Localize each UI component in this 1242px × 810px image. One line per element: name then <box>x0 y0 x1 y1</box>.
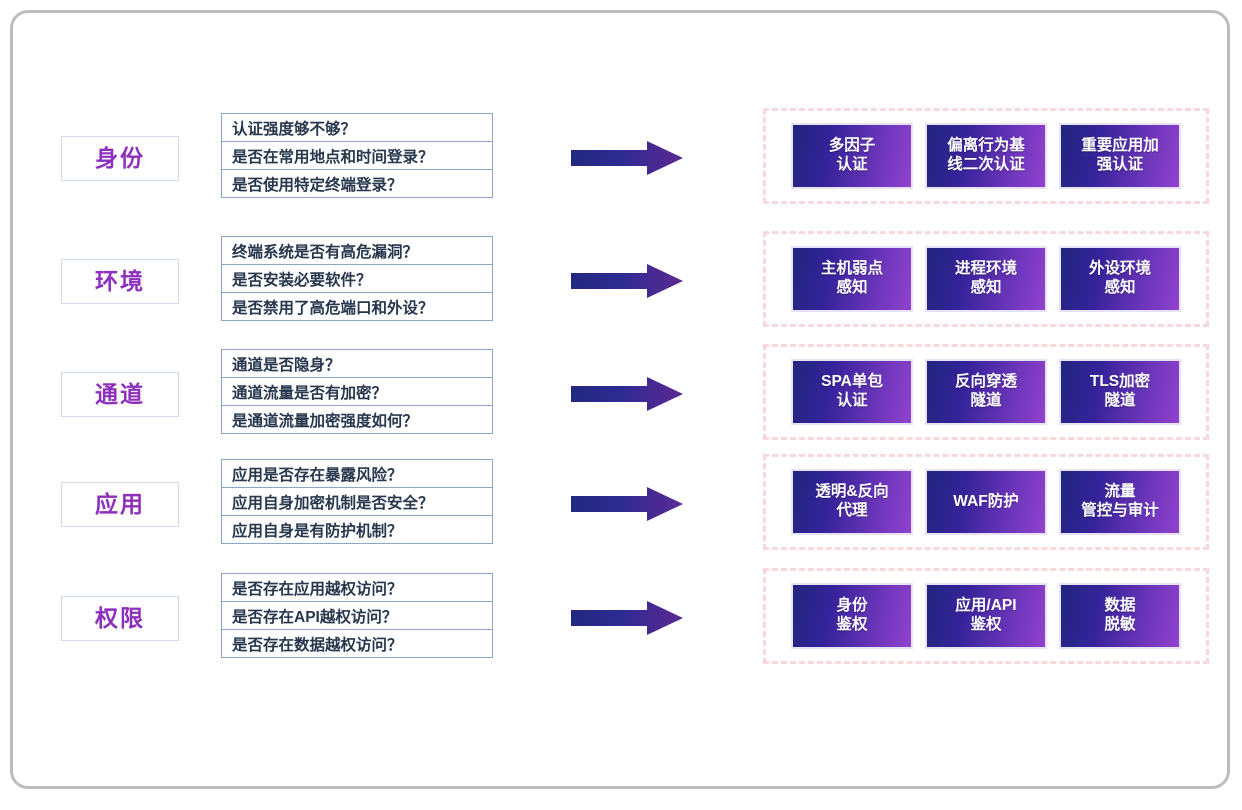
capability-label: 重要应用加 强认证 <box>1081 137 1159 173</box>
capability-box[interactable]: 多因子 认证 <box>793 125 911 187</box>
capability-label: 数据 脱敏 <box>1104 597 1136 633</box>
capability-label: 身份 鉴权 <box>836 597 868 633</box>
capability-label: WAF防护 <box>953 492 1019 510</box>
category-label: 环境 <box>95 268 145 294</box>
right-block-arrow-icon <box>571 601 683 635</box>
capability-box[interactable]: SPA单包 认证 <box>793 361 911 423</box>
question-item[interactable]: 是否存在API越权访问？ <box>221 601 493 630</box>
category-box[interactable]: 身份 <box>61 136 179 181</box>
diagram-frame: 身份 认证强度够不够？是否在常用地点和时间登录？是否使用特定终端登录？ 多因子 认证… <box>10 10 1230 789</box>
capability-box[interactable]: 反向穿透 隧道 <box>927 361 1045 423</box>
capability-group: 主机弱点 感知 进程环境 感知 外设环境 感知 <box>763 231 1209 327</box>
right-block-arrow-icon <box>571 377 683 411</box>
capability-box[interactable]: 透明&反向 代理 <box>793 471 911 533</box>
capability-label: 反向穿透 隧道 <box>954 373 1017 409</box>
capability-label: 透明&反向 代理 <box>815 483 889 519</box>
capability-group: 透明&反向 代理 WAF防护 流量 管控与审计 <box>763 454 1209 550</box>
question-item[interactable]: 是通道流量加密强度如何？ <box>221 405 493 434</box>
question-stack: 认证强度够不够？是否在常用地点和时间登录？是否使用特定终端登录？ <box>221 113 493 198</box>
capability-box[interactable]: 主机弱点 感知 <box>793 248 911 310</box>
capability-box[interactable]: 身份 鉴权 <box>793 585 911 647</box>
capability-box[interactable]: WAF防护 <box>927 471 1045 533</box>
capability-group: 身份 鉴权 应用/API 鉴权 数据 脱敏 <box>763 568 1209 664</box>
right-block-arrow-icon <box>571 141 683 175</box>
category-label: 身份 <box>95 145 145 171</box>
question-stack: 是否存在应用越权访问？是否存在API越权访问？是否存在数据越权访问？ <box>221 573 493 658</box>
capability-label: 多因子 认证 <box>828 137 876 173</box>
capability-box[interactable]: 外设环境 感知 <box>1061 248 1179 310</box>
question-item[interactable]: 通道是否隐身？ <box>221 349 493 378</box>
question-item[interactable]: 是否禁用了高危端口和外设？ <box>221 292 493 321</box>
question-item[interactable]: 认证强度够不够？ <box>221 113 493 142</box>
question-item[interactable]: 终端系统是否有高危漏洞？ <box>221 236 493 265</box>
question-item[interactable]: 是否使用特定终端登录？ <box>221 169 493 198</box>
capability-box[interactable]: 流量 管控与审计 <box>1061 471 1179 533</box>
question-item[interactable]: 应用自身是有防护机制？ <box>221 515 493 544</box>
right-block-arrow-icon <box>571 487 683 521</box>
capability-label: 主机弱点 感知 <box>820 260 883 296</box>
capability-label: 应用/API 鉴权 <box>955 597 1017 633</box>
capability-group: SPA单包 认证 反向穿透 隧道 TLS加密 隧道 <box>763 344 1209 440</box>
capability-group: 多因子 认证 偏离行为基 线二次认证 重要应用加 强认证 <box>763 108 1209 204</box>
question-item[interactable]: 是否在常用地点和时间登录？ <box>221 141 493 170</box>
category-box[interactable]: 环境 <box>61 259 179 304</box>
category-label: 权限 <box>95 605 145 631</box>
question-stack: 终端系统是否有高危漏洞？是否安装必要软件？是否禁用了高危端口和外设？ <box>221 236 493 321</box>
right-block-arrow-icon <box>571 264 683 298</box>
question-stack: 通道是否隐身？通道流量是否有加密？是通道流量加密强度如何？ <box>221 349 493 434</box>
capability-label: 外设环境 感知 <box>1088 260 1151 296</box>
capability-box[interactable]: 进程环境 感知 <box>927 248 1045 310</box>
capability-box[interactable]: TLS加密 隧道 <box>1061 361 1179 423</box>
capability-box[interactable]: 偏离行为基 线二次认证 <box>927 125 1045 187</box>
category-box[interactable]: 通道 <box>61 372 179 417</box>
capability-box[interactable]: 应用/API 鉴权 <box>927 585 1045 647</box>
question-item[interactable]: 是否安装必要软件？ <box>221 264 493 293</box>
capability-label: TLS加密 隧道 <box>1089 373 1151 409</box>
question-item[interactable]: 应用自身加密机制是否安全？ <box>221 487 493 516</box>
category-box[interactable]: 权限 <box>61 596 179 641</box>
category-label: 应用 <box>95 491 145 517</box>
question-item[interactable]: 是否存在应用越权访问？ <box>221 573 493 602</box>
question-stack: 应用是否存在暴露风险？应用自身加密机制是否安全？应用自身是有防护机制？ <box>221 459 493 544</box>
capability-label: 流量 管控与审计 <box>1081 483 1159 519</box>
category-label: 通道 <box>95 381 145 407</box>
capability-box[interactable]: 重要应用加 强认证 <box>1061 125 1179 187</box>
capability-label: 偏离行为基 线二次认证 <box>947 137 1025 173</box>
capability-label: 进程环境 感知 <box>954 260 1017 296</box>
question-item[interactable]: 通道流量是否有加密？ <box>221 377 493 406</box>
capability-box[interactable]: 数据 脱敏 <box>1061 585 1179 647</box>
category-box[interactable]: 应用 <box>61 482 179 527</box>
question-item[interactable]: 是否存在数据越权访问？ <box>221 629 493 658</box>
capability-label: SPA单包 认证 <box>821 373 883 409</box>
question-item[interactable]: 应用是否存在暴露风险？ <box>221 459 493 488</box>
